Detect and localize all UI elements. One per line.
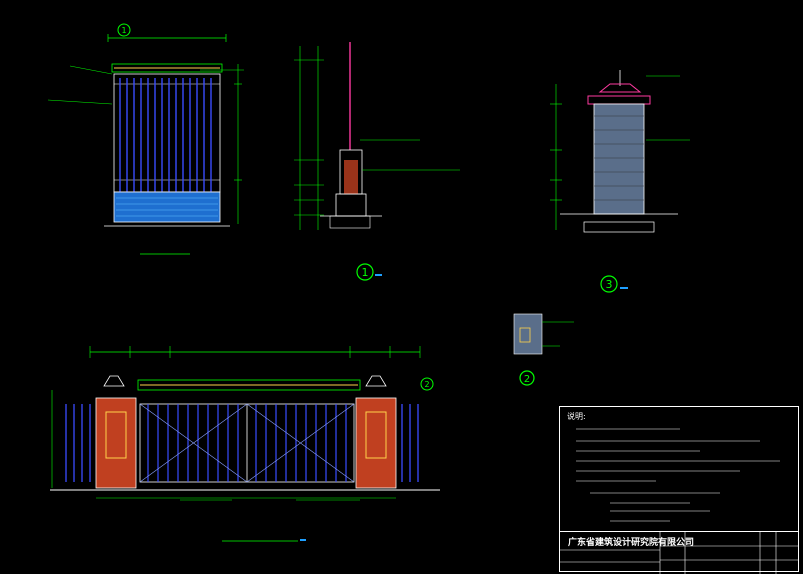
section-marker-elevation-label: 2: [424, 380, 429, 389]
section-marker-1: [356, 263, 374, 281]
title-block-grid: [560, 531, 798, 574]
section-3-detail: 3: [550, 70, 690, 293]
section-1-detail: 1: [294, 42, 460, 281]
section-marker-2-label: 2: [524, 374, 530, 385]
section-marker-top: [117, 23, 131, 37]
section-marker-1-label: 1: [362, 266, 369, 279]
section-marker-top-label: 1: [121, 26, 126, 35]
title-block: 说明: 广东省建筑设: [559, 406, 799, 574]
section-marker-elevation: [420, 377, 434, 391]
entrance-gate-elevation: 2: [50, 346, 440, 542]
section-2-detail: 2: [513, 313, 574, 386]
fence-elevation-detail: 1: [47, 23, 244, 255]
notes-lines: [576, 428, 780, 522]
company-name: 广东省建筑设计研究院有限公司: [568, 538, 695, 548]
section-marker-3: [600, 275, 618, 293]
section-marker-2: [519, 370, 535, 386]
section-marker-3-label: 3: [606, 278, 613, 291]
notes-title: 说明:: [567, 412, 586, 421]
